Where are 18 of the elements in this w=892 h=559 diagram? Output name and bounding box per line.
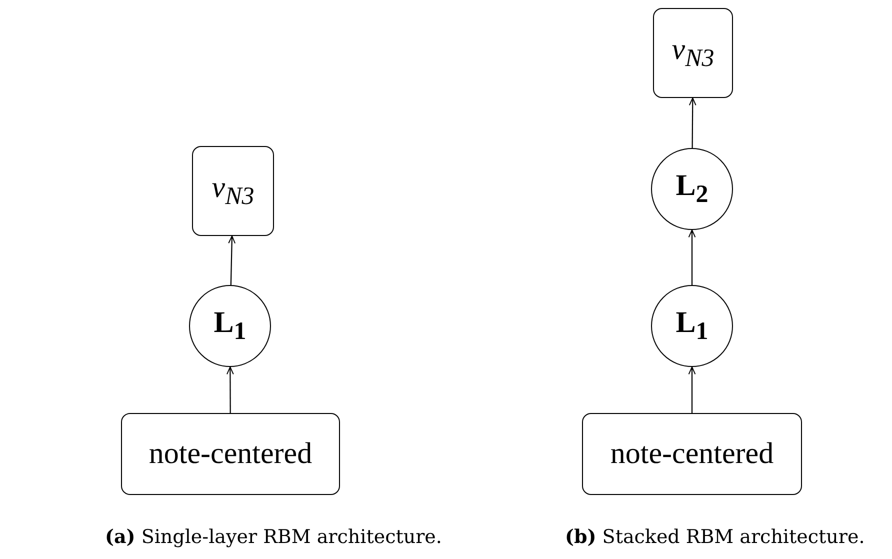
process-box [653,8,733,98]
arrow [688,230,696,285]
arrow [688,366,696,413]
process-box [192,146,274,236]
node-label: note-centered [148,437,312,471]
node-label: L$_{1}$ [214,306,246,346]
node-label: L$_{2}$ [676,169,708,209]
figure-caption: (b) Stacked RBM architecture. [565,526,865,548]
arrow [226,366,234,413]
arrow [228,236,236,286]
arrow [688,98,696,148]
node-label: L$_{1}$ [676,306,708,346]
process-box [582,413,802,495]
node-label: v$_{N3}$ [672,33,714,73]
node-label: note-centered [610,437,774,471]
figure-caption: (a) Single-layer RBM architecture. [105,526,442,548]
node-label: v$_{N3}$ [212,171,254,211]
process-box [121,413,340,495]
